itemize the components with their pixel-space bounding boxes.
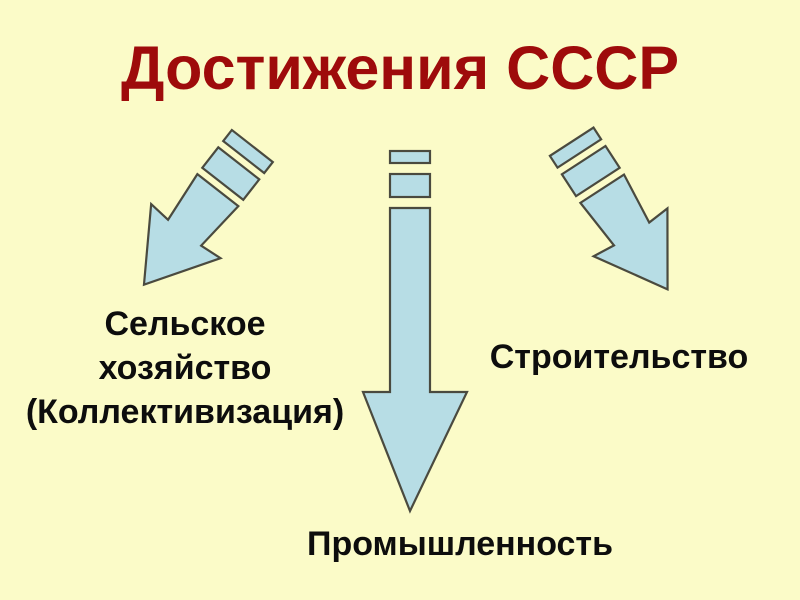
label-construction: Строительство	[489, 338, 749, 376]
arrow-down-stripe-1	[388, 149, 432, 165]
arrow-down-left-head	[142, 172, 240, 287]
label-agriculture-line-2: хозяйство	[98, 349, 272, 387]
arrow-down-right-head	[578, 172, 669, 292]
arrow-down-stripe-2	[388, 172, 432, 199]
arrow-down-left	[142, 128, 275, 287]
arrow-down	[361, 149, 469, 514]
arrow-down-right	[548, 126, 669, 292]
arrow-down-right-stripe-2	[560, 144, 622, 198]
arrow-down-left-stripe-1	[221, 128, 275, 175]
page-title: Достижения СССР	[120, 34, 680, 102]
arrow-down-left-group	[142, 128, 275, 287]
arrow-down-head	[361, 206, 469, 514]
arrow-down-right-group	[548, 126, 669, 292]
label-agriculture-line-1: Сельское	[104, 305, 266, 343]
arrow-down-right-stripe-1	[548, 126, 603, 170]
label-agriculture: Сельское хозяйство (Коллективизация)	[0, 302, 370, 434]
arrow-down-left-stripe-2	[200, 145, 261, 202]
label-industry: Промышленность	[307, 525, 613, 563]
label-agriculture-line-3: (Коллективизация)	[25, 393, 345, 431]
